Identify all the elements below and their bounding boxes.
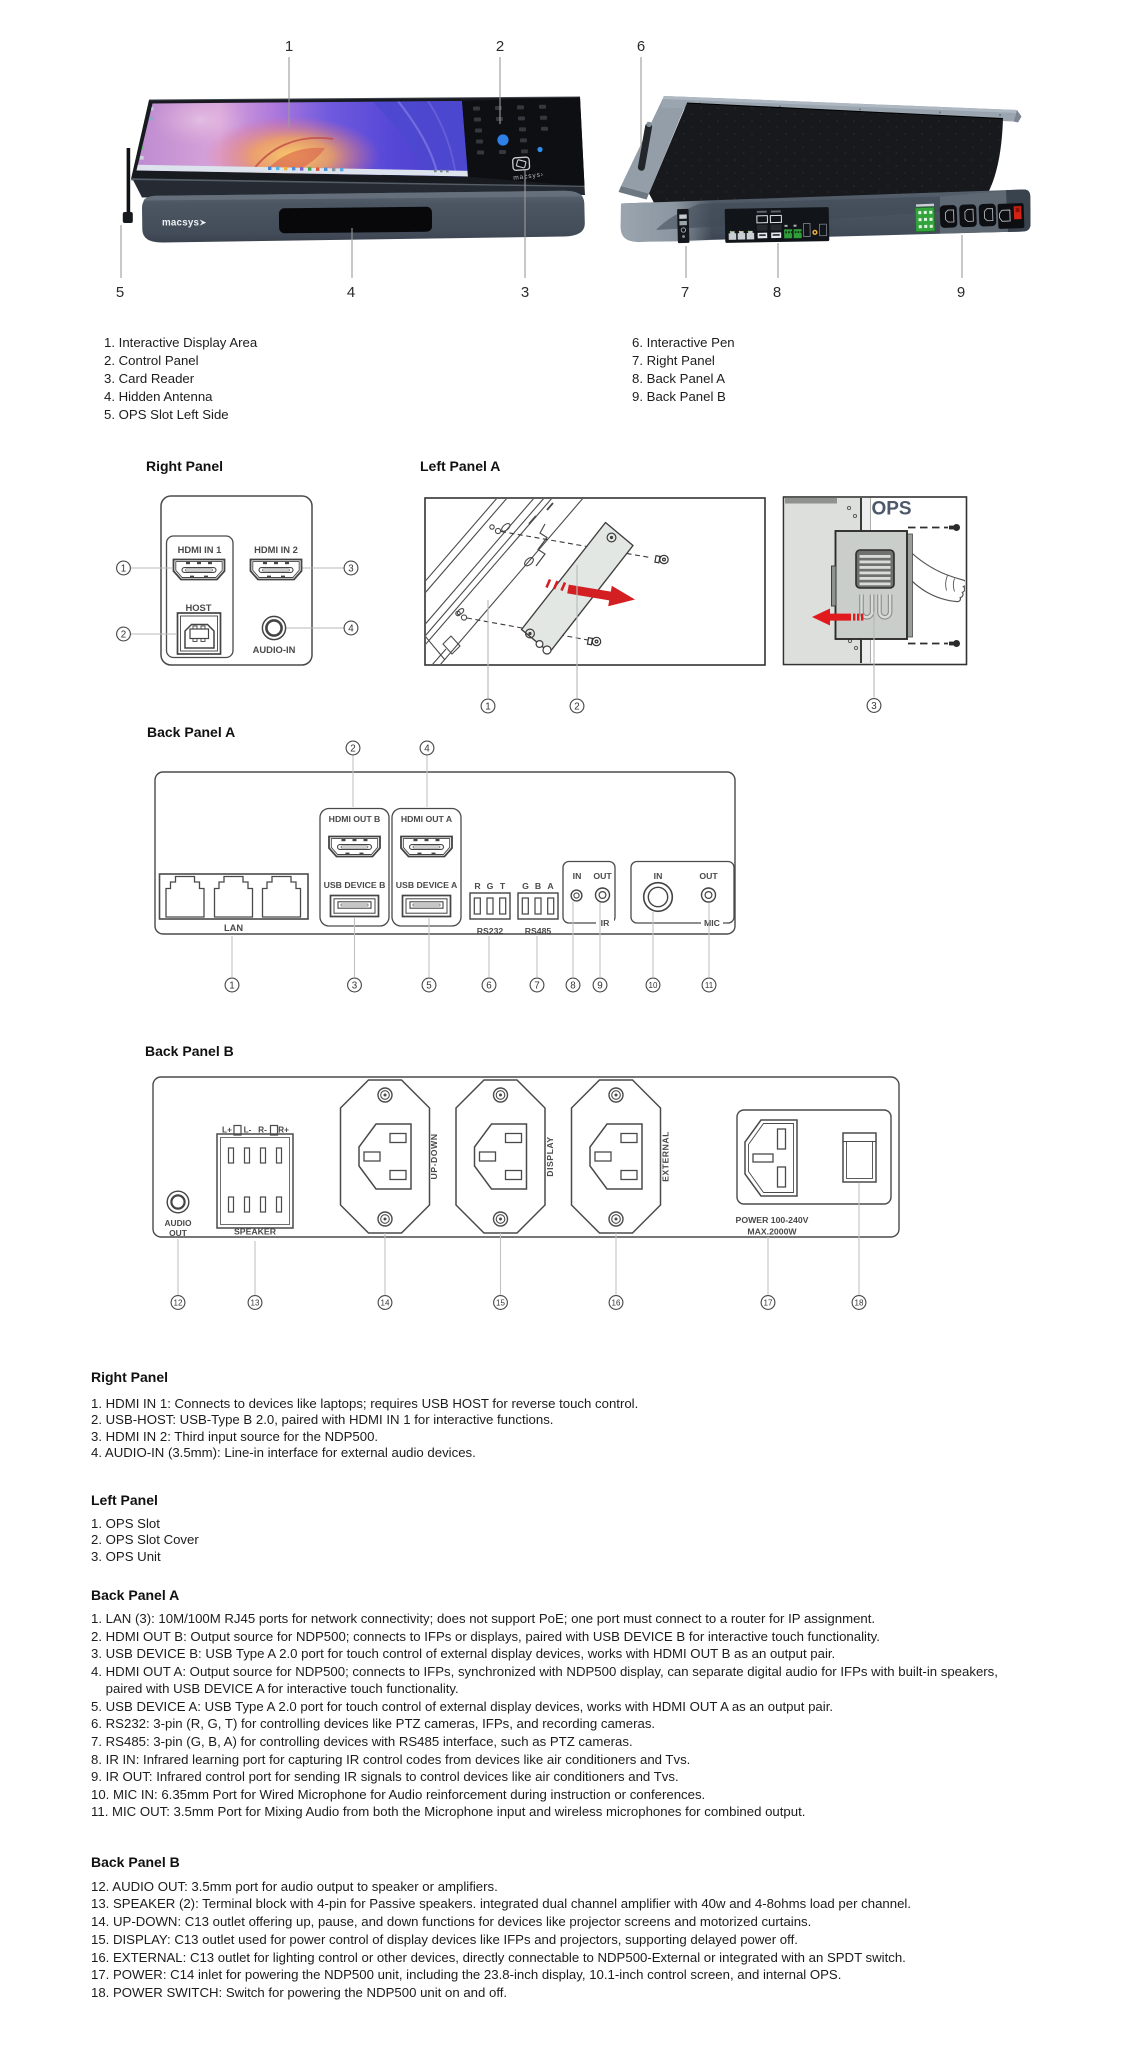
svg-text:IR: IR [601,918,610,928]
svg-text:DISPLAY: DISPLAY [545,1136,555,1176]
svg-text:5: 5 [426,980,432,991]
svg-text:G: G [487,881,494,891]
svg-text:4: 4 [348,623,354,634]
svg-text:IN: IN [573,871,582,881]
svg-text:G: G [522,881,529,891]
svg-text:USB DEVICE A: USB DEVICE A [396,880,458,890]
svg-text:16: 16 [612,1298,621,1307]
svg-text:L-: L- [244,1125,252,1135]
svg-text:RS232: RS232 [477,926,504,936]
svg-text:17: 17 [764,1298,773,1307]
svg-text:LAN: LAN [224,923,243,933]
svg-text:7: 7 [534,980,539,991]
svg-text:11: 11 [705,981,714,990]
svg-text:HDMI OUT B: HDMI OUT B [329,814,381,824]
svg-text:10: 10 [649,981,658,990]
svg-text:L+: L+ [222,1125,232,1135]
svg-text:2: 2 [574,701,579,712]
svg-text:15: 15 [496,1298,505,1307]
svg-text:2: 2 [350,743,355,754]
svg-text:R-: R- [258,1125,267,1135]
svg-text:1: 1 [121,563,126,574]
svg-text:EXTERNAL: EXTERNAL [661,1131,671,1182]
svg-text:AUDIO: AUDIO [165,1218,192,1228]
svg-text:USB DEVICE B: USB DEVICE B [324,880,386,890]
svg-text:13: 13 [251,1298,260,1307]
svg-text:OPS: OPS [871,499,911,520]
svg-text:macsys: macsys [162,218,200,229]
svg-text:AUDIO-IN: AUDIO-IN [253,644,296,655]
svg-text:14: 14 [381,1298,390,1307]
svg-text:1: 1 [485,701,490,712]
svg-text:MAX.2000W: MAX.2000W [747,1227,797,1237]
svg-text:1: 1 [229,980,234,991]
svg-text:HDMI IN 2: HDMI IN 2 [254,544,298,555]
svg-text:A: A [547,881,554,891]
svg-text:3: 3 [871,701,877,712]
svg-text:HDMI OUT A: HDMI OUT A [401,814,453,824]
svg-text:B: B [535,881,541,891]
svg-text:T: T [500,881,506,891]
svg-text:6: 6 [486,980,492,991]
svg-text:4: 4 [424,743,430,754]
svg-text:9: 9 [597,980,602,991]
svg-text:UP-DOWN: UP-DOWN [429,1134,439,1180]
svg-text:RS485: RS485 [525,926,552,936]
svg-text:SPEAKER: SPEAKER [234,1227,277,1237]
svg-text:HDMI IN 1: HDMI IN 1 [178,544,222,555]
svg-text:OUT: OUT [593,871,612,881]
svg-text:3: 3 [352,980,358,991]
svg-text:R+: R+ [278,1125,289,1135]
svg-text:8: 8 [570,980,576,991]
svg-text:HOST: HOST [185,602,211,613]
svg-text:2: 2 [121,629,126,640]
svg-text:3: 3 [348,563,354,574]
svg-text:IN: IN [654,871,663,881]
svg-text:18: 18 [855,1298,864,1307]
svg-text:OUT: OUT [169,1228,188,1238]
svg-text:R: R [474,881,481,891]
svg-text:12: 12 [174,1298,183,1307]
svg-text:OUT: OUT [699,871,718,881]
svg-text:MIC: MIC [704,918,721,928]
svg-text:macsys›: macsys› [513,171,544,182]
svg-text:POWER 100-240V: POWER 100-240V [736,1215,809,1225]
